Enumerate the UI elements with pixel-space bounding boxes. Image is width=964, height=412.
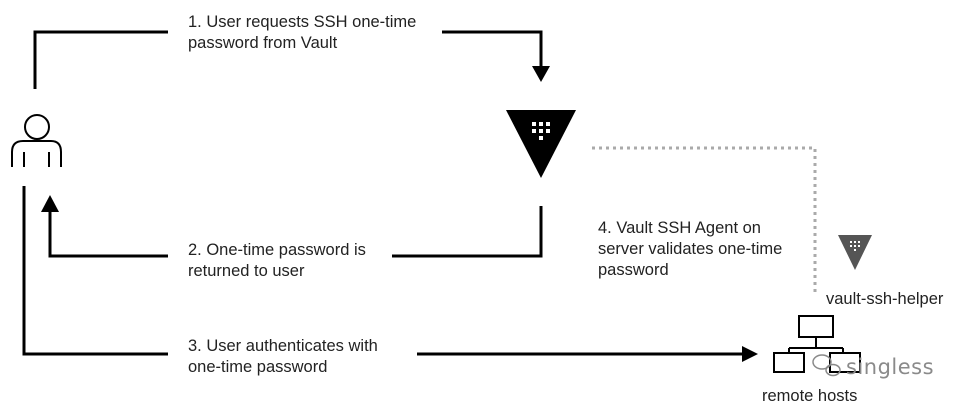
- step4-line3: password: [598, 261, 669, 279]
- step1-line1: 1. User requests SSH one-time: [188, 13, 417, 31]
- helper-vault-logo-icon: [838, 235, 872, 270]
- watermark-text: singless: [846, 355, 935, 379]
- vault-logo-icon: [506, 110, 576, 178]
- step2-line2: returned to user: [188, 262, 305, 280]
- step3-line1: 3. User authenticates with: [188, 337, 378, 355]
- step1-line2: password from Vault: [188, 34, 338, 52]
- step4-line1: 4. Vault SSH Agent on: [598, 219, 761, 237]
- server-network-icon: [773, 315, 861, 373]
- step2-line1: 2. One-time password is: [188, 241, 366, 259]
- remote-hosts-label: remote hosts: [762, 387, 858, 405]
- step3-line2: one-time password: [188, 358, 328, 376]
- step2-label: 2. One-time password is returned to user: [188, 240, 366, 282]
- step3-arrow: [22, 186, 758, 362]
- step3-label: 3. User authenticates with one-time pass…: [188, 336, 378, 378]
- step2-arrow: [41, 195, 543, 258]
- step4-line2: server validates one-time: [598, 240, 783, 258]
- step1-arrow: [33, 30, 550, 89]
- helper-label: vault-ssh-helper: [826, 290, 944, 308]
- user-icon: [11, 114, 62, 167]
- wechat-icon: [812, 354, 841, 377]
- step4-label: 4. Vault SSH Agent on server validates o…: [598, 218, 782, 281]
- step1-label: 1. User requests SSH one-time password f…: [188, 12, 416, 54]
